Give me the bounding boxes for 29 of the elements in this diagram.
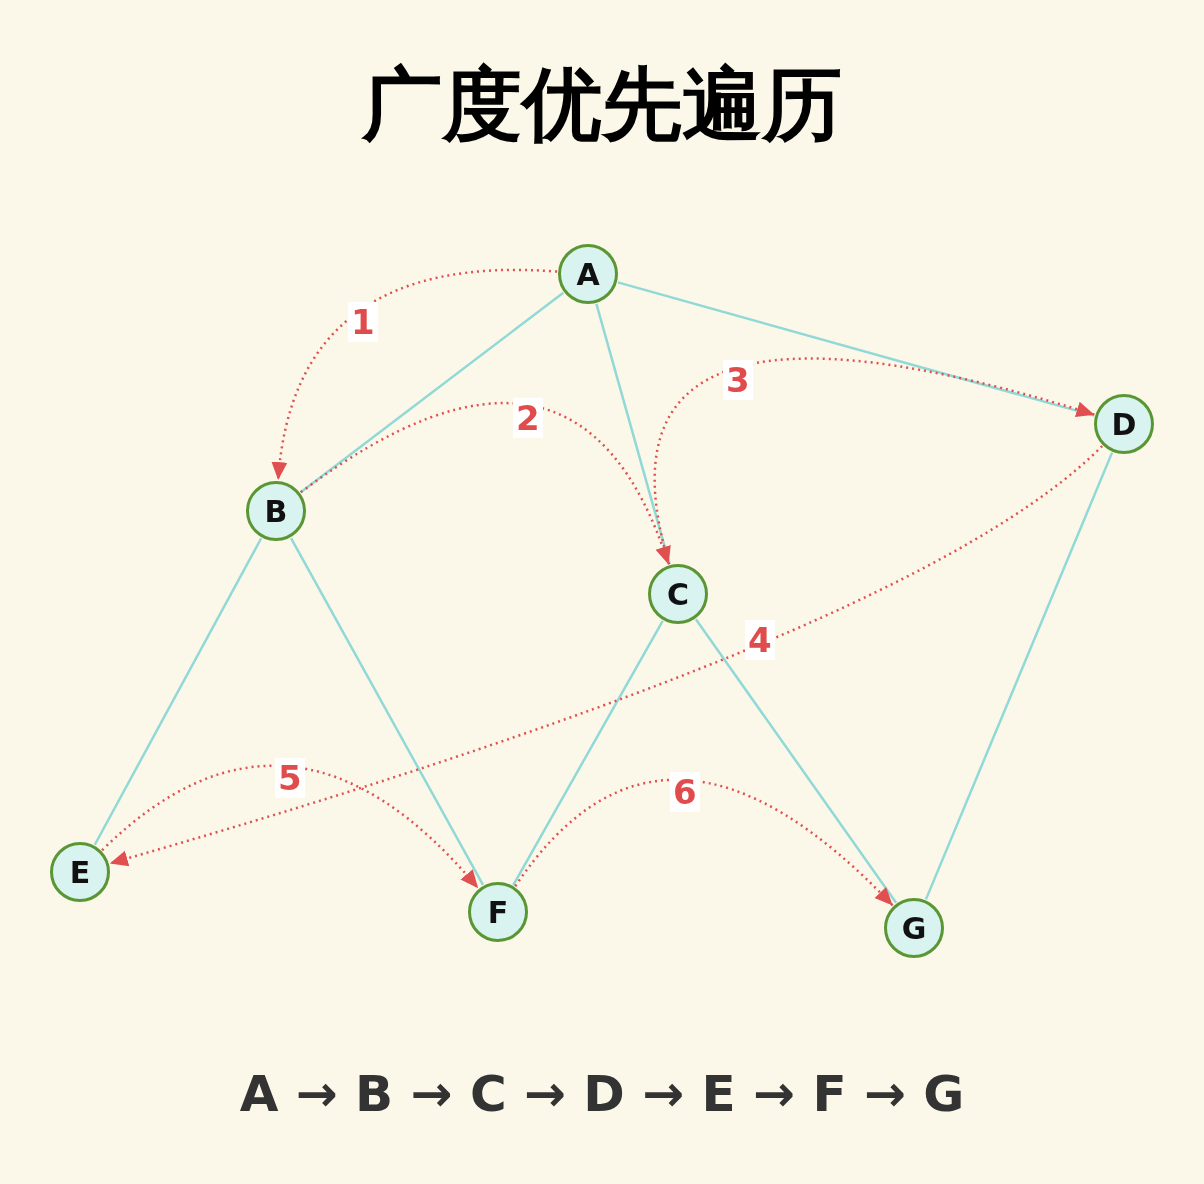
step-number: 2 [513, 398, 543, 438]
graph-node: G [884, 898, 944, 958]
traversal-arrow [101, 765, 480, 890]
graph-edge [512, 620, 664, 886]
traversal-arrow [653, 357, 1095, 565]
graph-node: C [648, 564, 708, 624]
graph-edge [694, 618, 898, 904]
traversal-arrow [272, 268, 558, 481]
graph-edge [93, 537, 263, 846]
traversal-arrow [109, 445, 1104, 867]
graph-edge [617, 281, 1095, 417]
graph-edge [289, 537, 485, 886]
step-number: 4 [745, 620, 775, 660]
step-number: 1 [348, 302, 378, 342]
graph-node: E [50, 842, 110, 902]
traversal-arrow [514, 778, 894, 907]
graph-node: D [1094, 394, 1154, 454]
step-number: 6 [670, 772, 700, 812]
graph-node: B [246, 481, 306, 541]
graph-node: A [558, 244, 618, 304]
traversal-order: A → B → C → D → E → F → G [239, 1065, 965, 1123]
graph-edge [299, 291, 565, 494]
step-number: 3 [723, 360, 753, 400]
graph-node: F [468, 882, 528, 942]
traversal-arrow [300, 402, 670, 565]
graph-edge [595, 303, 671, 565]
title: 广度优先遍历 [362, 58, 842, 151]
graph-edge [924, 452, 1114, 900]
step-number: 5 [275, 758, 305, 798]
